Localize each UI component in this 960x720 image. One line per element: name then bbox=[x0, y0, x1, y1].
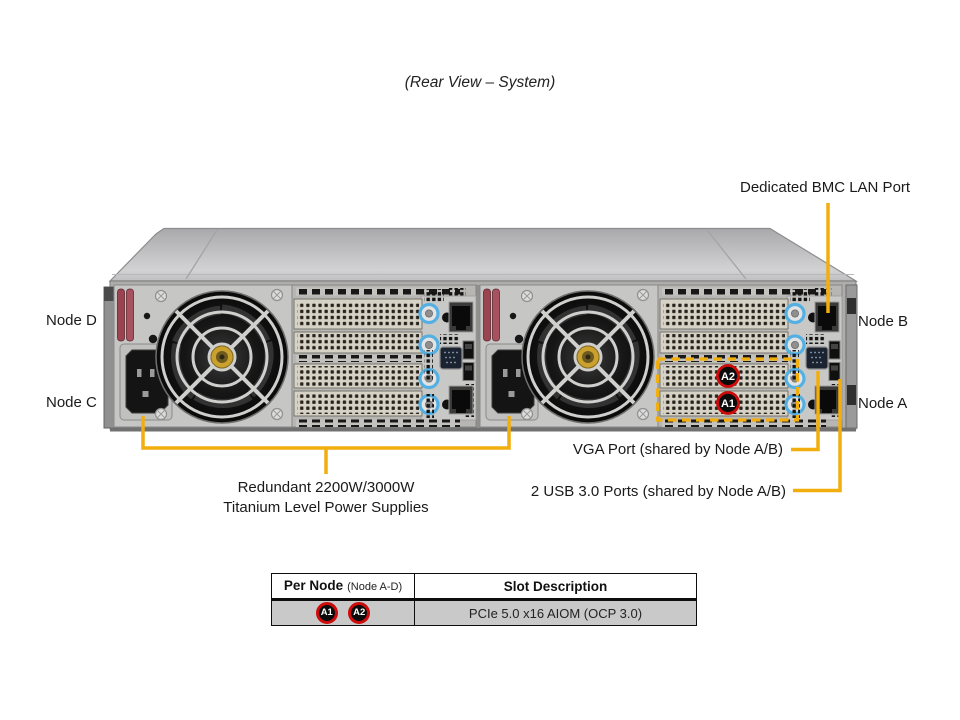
psu-label: Redundant 2200W/3000W Titanium Level Pow… bbox=[223, 478, 428, 518]
bmc-lan-label: Dedicated BMC LAN Port bbox=[740, 179, 911, 196]
chassis-divider bbox=[475, 285, 481, 427]
node-b-label: Node B bbox=[858, 313, 909, 330]
aiom-slots-highlight bbox=[655, 357, 800, 422]
node-a-label: Node A bbox=[858, 395, 908, 412]
vga-callout-line bbox=[791, 371, 820, 452]
slot-description-cell: PCIe 5.0 x16 AIOM (OCP 3.0) bbox=[414, 599, 697, 626]
slot-description-table: Per Node(Node A-D) Slot Description A1 A… bbox=[271, 573, 697, 626]
vga-port-label: VGA Port (shared by Node A/B) bbox=[572, 441, 783, 458]
table-header-row: Per Node(Node A-D) Slot Description bbox=[271, 573, 697, 601]
callout-lines bbox=[141, 203, 842, 493]
chassis-top bbox=[108, 227, 859, 282]
page-title: (Rear View – System) bbox=[404, 74, 556, 91]
slot-badge-a1: A1 bbox=[716, 391, 740, 415]
node-pair-c-d bbox=[114, 285, 476, 427]
slot-badge-a2: A2 bbox=[716, 364, 740, 388]
svg-text:A1: A1 bbox=[721, 398, 735, 410]
chassis-bottom-edge bbox=[110, 427, 856, 432]
badge-a1: A1 bbox=[315, 602, 338, 624]
table-row: A1 A2 PCIe 5.0 x16 AIOM (OCP 3.0) bbox=[271, 599, 697, 626]
psu-callout-line bbox=[141, 416, 511, 474]
per-node-header: Per Node(Node A-D) bbox=[271, 573, 415, 601]
chassis bbox=[103, 227, 859, 432]
per-node-badges: A1 A2 bbox=[271, 599, 415, 626]
badge-a2: A2 bbox=[348, 602, 371, 624]
psu-label-line1: Redundant 2200W/3000W bbox=[237, 479, 415, 496]
psu-label-line2: Titanium Level Power Supplies bbox=[223, 499, 429, 516]
left-rail bbox=[103, 286, 115, 429]
node-pair-a-b bbox=[480, 285, 842, 427]
slot-description-header: Slot Description bbox=[414, 573, 697, 601]
svg-text:A2: A2 bbox=[721, 371, 735, 383]
node-d-label: Node D bbox=[46, 312, 97, 329]
node-c-label: Node C bbox=[46, 394, 97, 411]
usb-ports-label: 2 USB 3.0 Ports (shared by Node A/B) bbox=[530, 483, 786, 500]
usb-callout-line bbox=[793, 379, 842, 493]
